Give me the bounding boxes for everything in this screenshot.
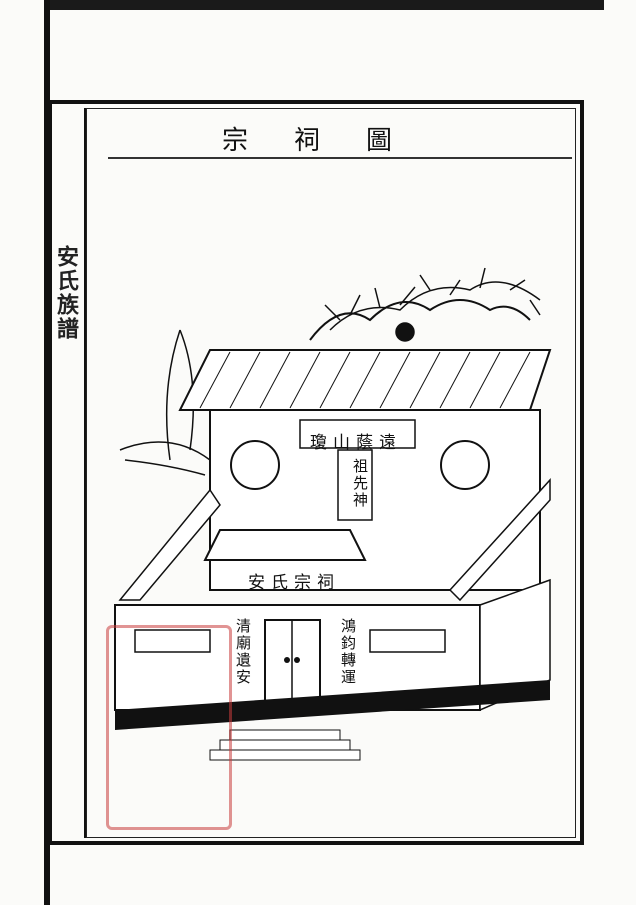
ancestor-tablet: 祖先神 [351, 458, 369, 509]
ancestral-hall-illustration [114, 267, 552, 761]
gate-plaque: 安氏宗祠 [248, 573, 340, 593]
title-divider [108, 157, 572, 159]
page-frame [48, 100, 584, 845]
gate-roof [203, 529, 367, 561]
round-window-right [440, 440, 490, 490]
couplet-right: 鴻鈞轉運 [339, 618, 357, 686]
scan-left-edge [44, 0, 50, 905]
page-title: 宗祠圖 [221, 126, 438, 156]
spine-title: 安氏族譜 [53, 245, 79, 341]
inner-frame [86, 108, 576, 838]
upper-plaque: 瓊山蔭遠 [310, 433, 402, 453]
couplet-left: 清廟遺安 [234, 618, 252, 686]
round-window-left [230, 440, 280, 490]
pine-tree-icon [309, 267, 541, 342]
scan-top-edge [44, 0, 604, 10]
library-seal-stamp [106, 625, 232, 830]
book-spine [50, 108, 86, 838]
